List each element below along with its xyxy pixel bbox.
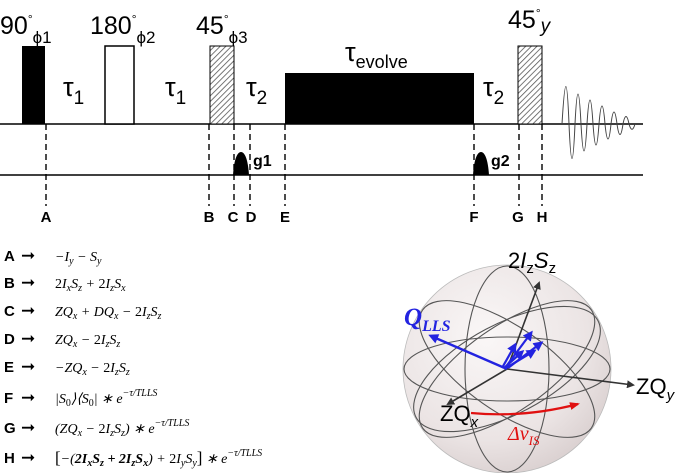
arrow-icon: ➞: [21, 329, 35, 348]
evolve-block: [285, 73, 474, 124]
pulse-label-45-phi3: 45°ϕ3: [196, 12, 248, 47]
spin-cluster: [501, 330, 544, 369]
list-label: E: [4, 359, 14, 376]
evolve-label: τevolve: [345, 37, 408, 72]
fid-signal: [561, 86, 636, 159]
list-expression: 2IxSz + 2IzSx: [55, 277, 126, 294]
list-item: G ➞ (ZQx − 2IzSz) ∗ e−τ/TLLS: [4, 418, 189, 439]
marker-lines: [45, 124, 543, 206]
transition-list: A ➞ −Iy − Sy B ➞ 2IxSz + 2IzSx C ➞ ZQx +…: [4, 246, 262, 469]
list-label: H: [4, 450, 15, 467]
delay-tau1-b: τ1: [165, 72, 186, 109]
arrow-icon: ➞: [21, 448, 35, 467]
arrow-icon: ➞: [21, 388, 35, 407]
list-label: D: [4, 331, 15, 348]
gradient-label-g2: g2: [491, 153, 510, 170]
arrow-icon: ➞: [21, 246, 35, 265]
list-label: G: [4, 420, 16, 437]
list-expression: |S0⟩⟨S0| ∗ e−τ/TLLS: [55, 388, 157, 409]
list-item: E ➞ −ZQx − 2IzSz: [4, 357, 130, 378]
delay-tau2-b: τ2: [483, 72, 504, 109]
list-label: F: [4, 390, 13, 407]
delay-tau1-a: τ1: [63, 72, 84, 109]
pulse-sequence: 90°ϕ1 180°ϕ2 45°ϕ3 45°y τ1 τ1 τ2 τ2 τevo…: [0, 6, 643, 226]
arrow-icon: ➞: [21, 418, 35, 437]
axis-zqx: [446, 368, 508, 406]
pulse-label-180: 180°ϕ2: [90, 12, 156, 47]
list-item: B ➞ 2IxSz + 2IzSx: [4, 273, 126, 294]
list-expression: ZQx − 2IzSz: [55, 333, 120, 350]
marker-H: H: [537, 209, 548, 226]
pulse-label-90: 90°ϕ1: [0, 12, 52, 47]
marker-A: A: [41, 209, 52, 226]
marker-E: E: [280, 209, 290, 226]
axis-label-right: ZQy: [636, 374, 676, 404]
axis-label-top: 2IzSz: [508, 248, 556, 277]
list-label: C: [4, 303, 15, 320]
marker-C: C: [228, 209, 239, 226]
marker-letters: A B C D E F G H: [41, 209, 548, 226]
gradient-g1: [233, 152, 249, 175]
pulse-90-filled: [22, 46, 45, 124]
gradient-g2: [473, 152, 489, 175]
pulse-label-45-y: 45°y: [508, 6, 552, 37]
delay-tau2-a: τ2: [246, 72, 267, 109]
axis-z: [506, 281, 541, 370]
q-lls-vector: [428, 334, 508, 371]
list-label: B: [4, 275, 15, 292]
sphere-grid: [403, 265, 611, 473]
gradient-label-g1: g1: [253, 153, 272, 170]
pulse-45-y-hatched: [517, 45, 543, 125]
list-expression: −ZQx − 2IzSz: [55, 361, 130, 378]
pulse-45-phi3-hatched: [209, 45, 235, 125]
bloch-sphere: 2IzSz ZQy ZQx QLLS ΔνIS: [402, 248, 676, 473]
list-expression: (ZQx − 2IzSz) ∗ e−τ/TLLS: [55, 418, 189, 439]
list-expression: ZQx + DQx − 2IzSz: [55, 305, 162, 322]
marker-G: G: [512, 209, 524, 226]
marker-B: B: [204, 209, 215, 226]
list-expression: −Iy − Sy: [55, 250, 102, 267]
list-item: C ➞ ZQx + DQx − 2IzSz: [4, 301, 162, 322]
list-item: D ➞ ZQx − 2IzSz: [4, 329, 120, 350]
marker-F: F: [469, 209, 478, 226]
list-expression: [−(2IxSz + 2IzSx) + 2IySy] ∗ e−τ/TLLS: [55, 448, 262, 469]
axis-zqy: [506, 368, 635, 389]
list-label: A: [4, 248, 15, 265]
delta-nu-arc: [470, 402, 580, 416]
marker-D: D: [246, 209, 257, 226]
arrow-icon: ➞: [21, 273, 35, 292]
pulse-180-open: [104, 45, 135, 125]
arrow-icon: ➞: [21, 301, 35, 320]
arrow-icon: ➞: [21, 357, 35, 376]
list-item: A ➞ −Iy − Sy: [4, 246, 102, 267]
list-item: F ➞ |S0⟩⟨S0| ∗ e−τ/TLLS: [4, 388, 157, 409]
list-item: H ➞ [−(2IxSz + 2IzSx) + 2IySy] ∗ e−τ/TLL…: [4, 448, 262, 469]
